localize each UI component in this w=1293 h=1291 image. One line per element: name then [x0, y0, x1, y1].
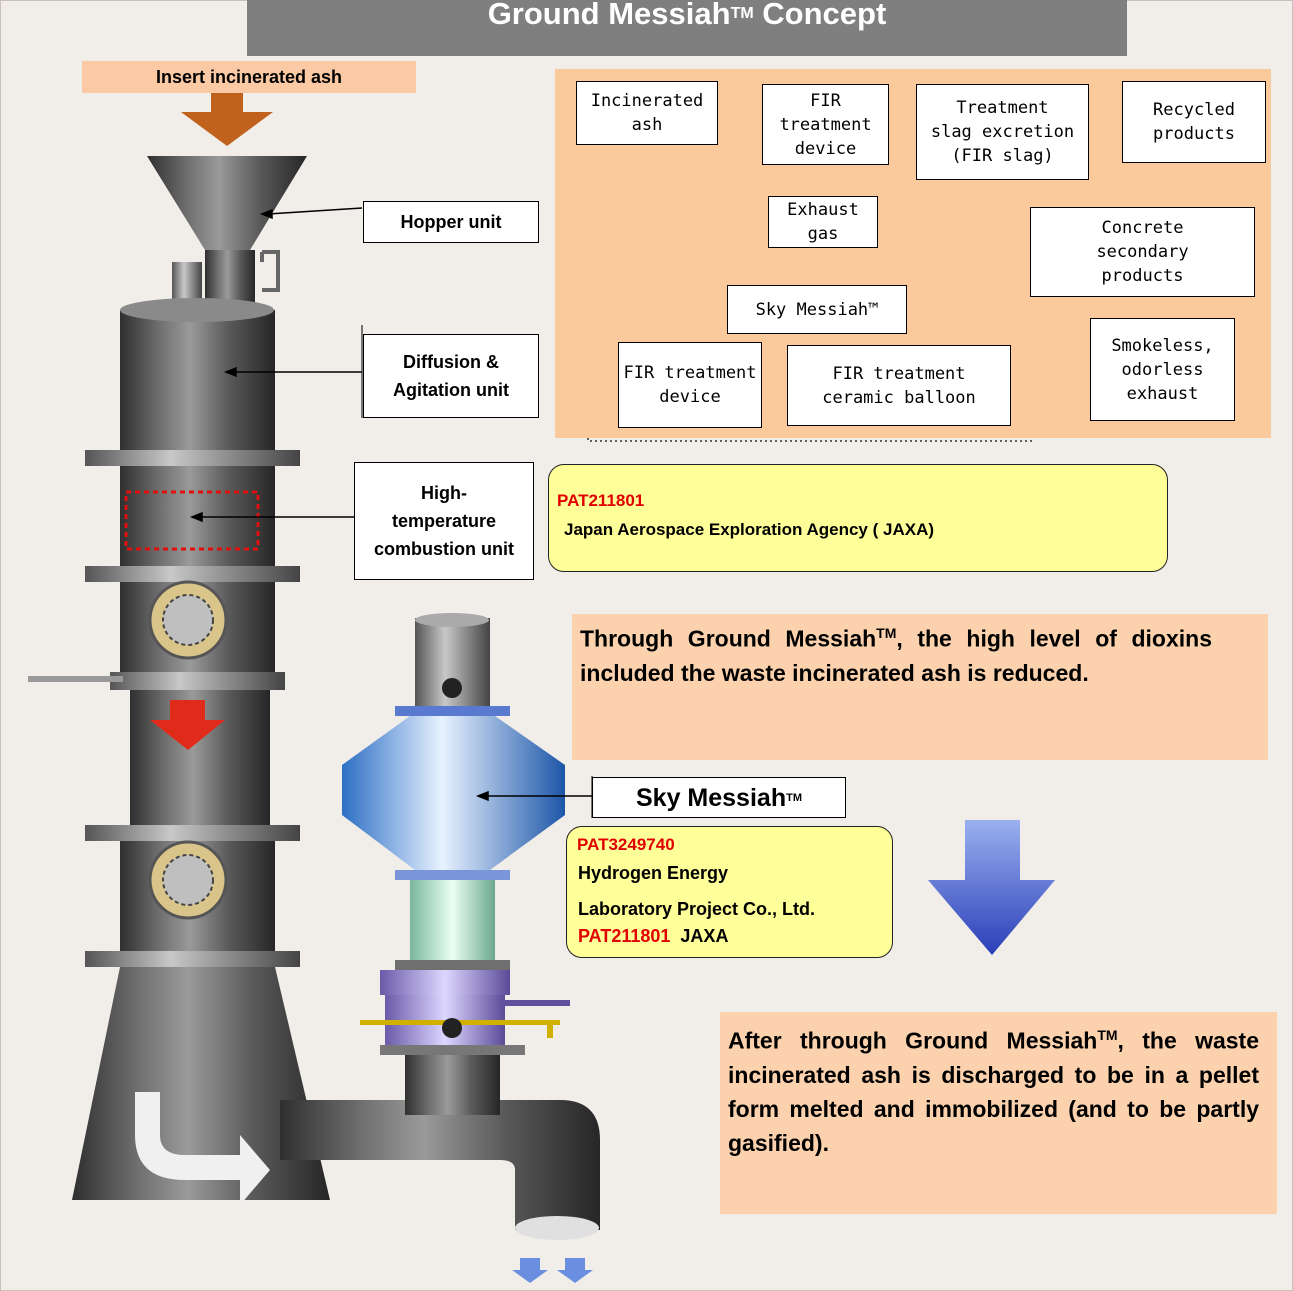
patent-sky-line2: Laboratory Project Co., Ltd.	[578, 899, 816, 919]
patent-sky-number-2: PAT211801	[578, 926, 671, 946]
patent-sky-line3: PAT211801 JAXA	[578, 926, 728, 947]
title-tm: TM	[730, 5, 754, 22]
patent-jaxa-box: PAT211801 Japan Aerospace Exploration Ag…	[548, 464, 1168, 572]
flow-fir-device-2: FIR treatment device	[618, 342, 762, 428]
note-discharge: After through Ground MessiahTM, the wast…	[720, 1012, 1277, 1214]
flow-incinerated-ash: Incinerated ash	[576, 81, 718, 145]
flow-treatment-slag: Treatment slag excretion (FIR slag)	[916, 84, 1089, 180]
patent-jaxa-number: PAT211801	[557, 491, 645, 510]
flow-sky-messiah: Sky Messiah™	[727, 285, 907, 334]
note1-pre: Through Ground Messiah	[580, 625, 877, 652]
patent-jaxa-agency: Japan Aerospace Exploration Agency ( JAX…	[564, 520, 935, 539]
sky-label-text: Sky Messiah	[636, 783, 787, 812]
flow-smokeless-exhaust: Smokeless, odorless exhaust	[1090, 318, 1235, 421]
hopper-unit-label: Hopper unit	[363, 201, 539, 243]
flow-fir-device: FIR treatment device	[762, 84, 889, 165]
note2-pre: After through Ground Messiah	[728, 1027, 1098, 1054]
diffusion-unit-label: Diffusion & Agitation unit	[363, 334, 539, 418]
note-dioxins: Through Ground MessiahTM, the high level…	[572, 614, 1268, 760]
flow-fir-balloon: FIR treatment ceramic balloon	[787, 345, 1011, 426]
flow-concrete-products: Concrete secondary products	[1030, 207, 1255, 297]
note1-tm: TM	[876, 625, 897, 641]
note1-post: , the high level of dioxins included the…	[580, 625, 1212, 686]
note2-post: , the waste incinerated ash is discharge…	[728, 1027, 1259, 1156]
title-suffix: Concept	[753, 0, 887, 31]
patent-sky-org-2: JAXA	[680, 926, 729, 946]
title-text: Ground Messiah	[487, 0, 731, 31]
note2-tm: TM	[1097, 1027, 1118, 1043]
flow-exhaust-gas: Exhaust gas	[768, 196, 878, 248]
patent-sky-line1: Hydrogen Energy	[578, 863, 729, 883]
patent-sky-number: PAT3249740	[577, 835, 675, 854]
insert-ash-label: Insert incinerated ash	[82, 61, 416, 93]
combustion-unit-label: High- temperature combustion unit	[354, 462, 534, 580]
page-title: Ground MessiahTM Concept	[247, 0, 1127, 56]
sky-label-tm: TM	[786, 791, 802, 804]
flow-recycled-products: Recycled products	[1122, 81, 1266, 163]
patent-sky-box: PAT3249740 Hydrogen Energy Laboratory Pr…	[566, 826, 893, 958]
